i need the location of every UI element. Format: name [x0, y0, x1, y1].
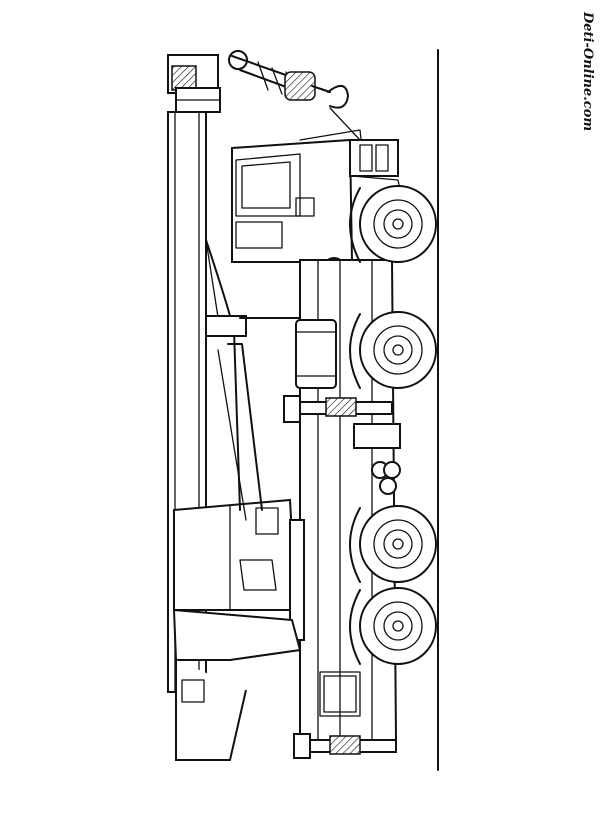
wheel-3: [349, 505, 437, 583]
hook-assembly: [228, 50, 361, 141]
wheel-2: [349, 311, 437, 389]
watermark: Deti-Online.com: [580, 11, 595, 131]
wheel-1: [349, 185, 437, 263]
wheel-4: [349, 587, 437, 665]
boom-lift-cylinder: [175, 239, 301, 761]
watermark-text: Deti-Online.com: [580, 11, 595, 131]
crane-operator-cab: [172, 498, 305, 661]
